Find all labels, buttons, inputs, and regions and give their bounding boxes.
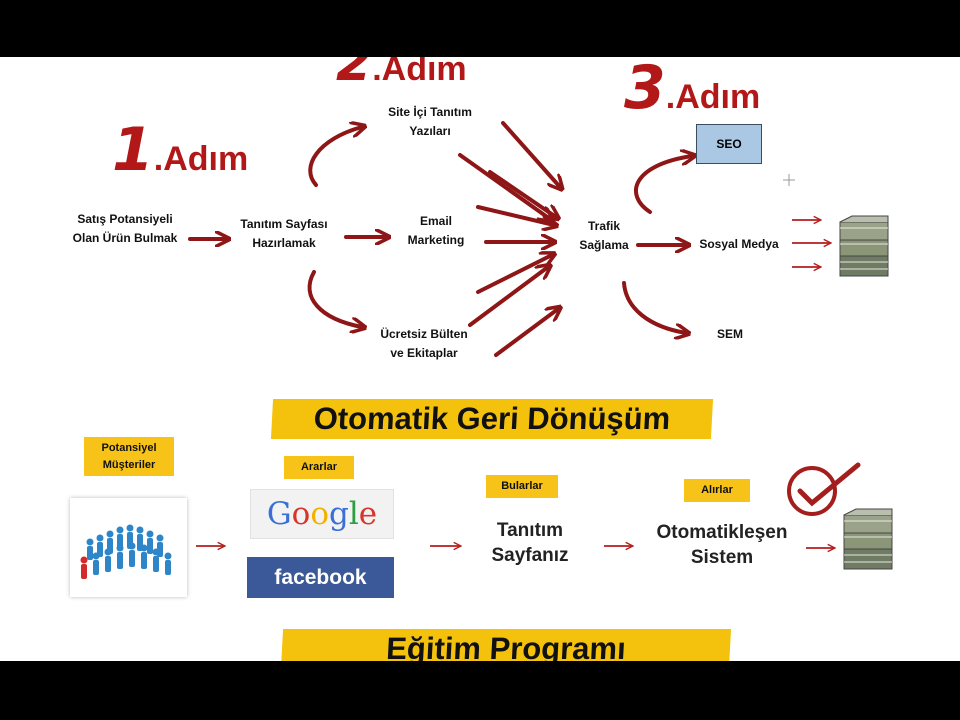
arrow-page-to-onsite: [308, 127, 362, 187]
step-1-heading: 1.Adım: [112, 115, 249, 185]
people-crowd-icon: [70, 498, 187, 597]
arrow-newsletter-to-traffic-2: [494, 309, 558, 357]
banner-auto-return: Otomatik Geri Dönüşüm: [270, 399, 714, 439]
google-logo: Google: [250, 489, 394, 539]
arrow-mid-to-traffic: [488, 170, 556, 217]
node-sem: SEM: [716, 327, 743, 341]
arrow-email-to-traffic-1: [476, 205, 554, 225]
arrow-traffic-to-sem: [622, 281, 686, 333]
arrows-layer: [188, 57, 960, 661]
step-3-heading: 3.Adım: [624, 57, 761, 123]
arrow-onsite-to-traffic-1: [501, 121, 560, 187]
money-stack-icon: [839, 215, 889, 277]
arrow-newsletter-to-traffic-3: [468, 267, 548, 327]
node-seo: SEO: [696, 124, 762, 164]
step-2-heading: 2.Adım: [336, 57, 467, 93]
cursor-crosshair-icon: [783, 174, 795, 186]
tag-search: Ararlar: [284, 456, 354, 479]
banner-training-program: Eğitim Programı: [280, 629, 732, 661]
node-social-media: Sosyal Medya: [699, 237, 779, 251]
tag-find: Bularlar: [486, 475, 558, 498]
arrow-newsletter-to-traffic-1: [476, 255, 552, 294]
arrow-traffic-to-seo: [634, 156, 692, 214]
tag-buy: Alırlar: [684, 479, 750, 502]
facebook-logo: facebook: [247, 557, 394, 598]
checkmark-circle-icon: [787, 462, 861, 516]
money-stack-icon: [843, 508, 893, 570]
arrow-page-to-newsletter: [307, 270, 362, 327]
arrow-onsite-to-traffic-2: [458, 153, 550, 219]
